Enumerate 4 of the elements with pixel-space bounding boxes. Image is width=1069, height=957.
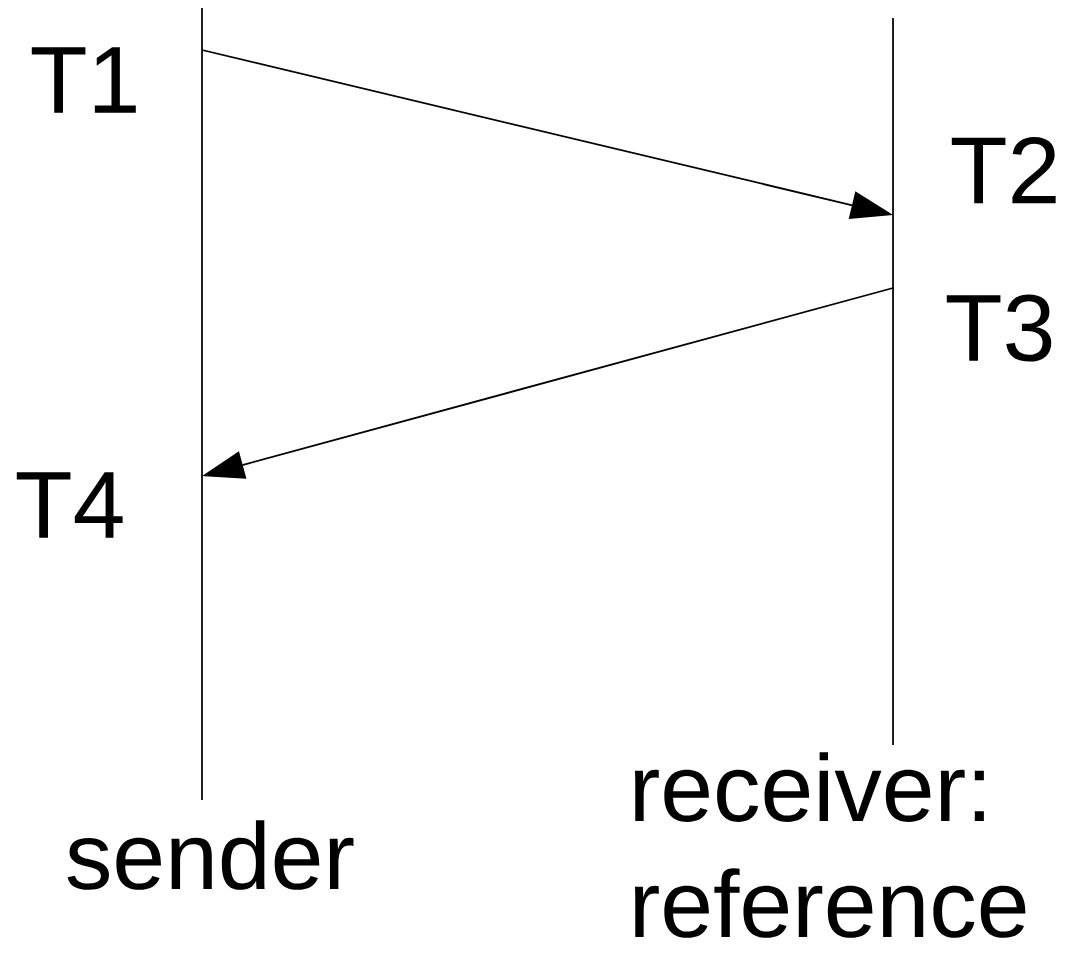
- time-label: T2: [951, 136, 1056, 204]
- time-label: T3: [946, 294, 1052, 362]
- time-label: T4: [16, 472, 123, 538]
- time-label: T1: [31, 47, 136, 113]
